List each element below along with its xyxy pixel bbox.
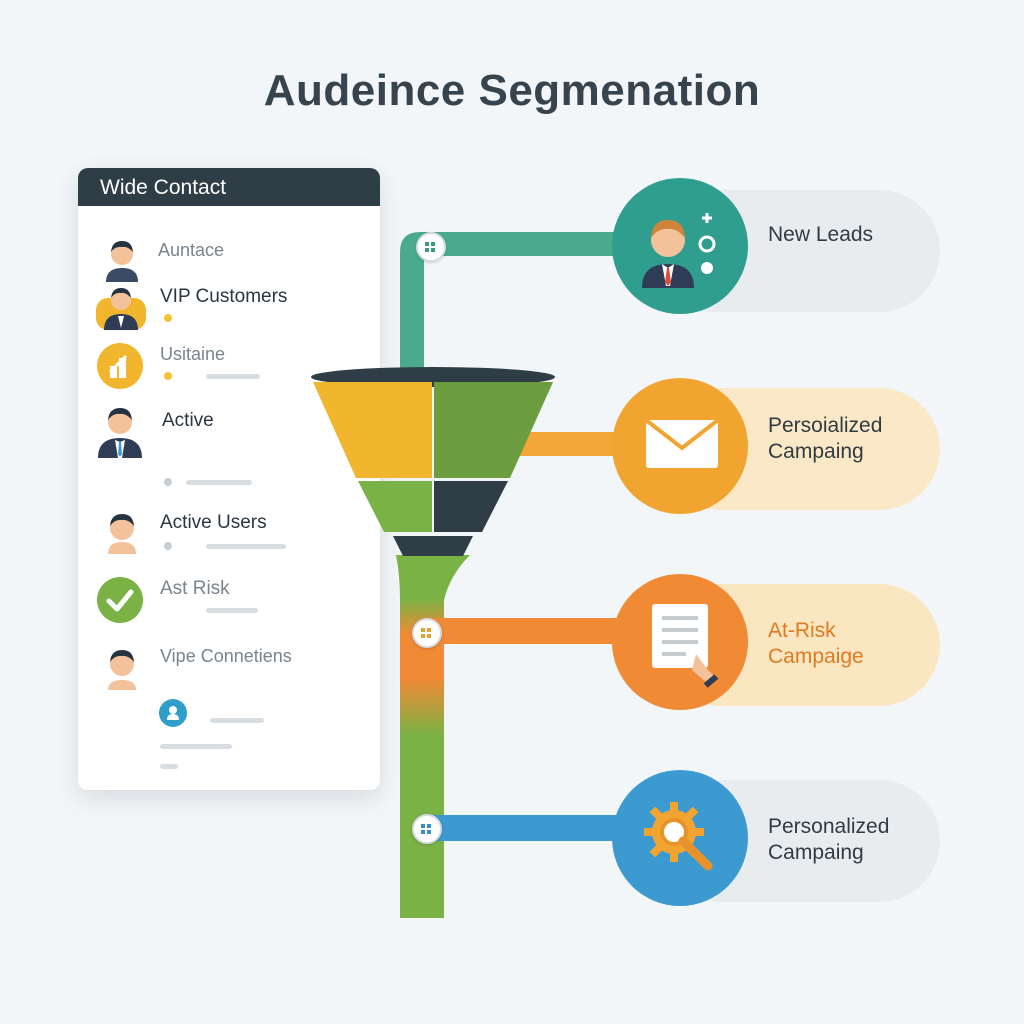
segment-label-personalized-2: Personalized Campaing bbox=[768, 814, 889, 866]
segment-label-personalized: Persoialized Campaing bbox=[768, 413, 882, 465]
item-label: Vipe Connetiens bbox=[160, 646, 292, 666]
status-dot bbox=[164, 372, 172, 380]
node-grid-icon bbox=[421, 628, 431, 638]
blue-pipe bbox=[420, 815, 640, 841]
funnel bbox=[311, 367, 555, 556]
person-avatar-icon bbox=[108, 514, 136, 554]
page-title: Audeince Segmenation bbox=[263, 66, 761, 115]
chart-badge-icon bbox=[97, 343, 143, 389]
placeholder-line bbox=[206, 608, 258, 613]
pipe-node-3[interactable] bbox=[412, 814, 442, 844]
item-label: VIP Customers bbox=[160, 286, 288, 307]
placeholder-line bbox=[206, 374, 260, 379]
person-avatar-icon bbox=[98, 408, 142, 458]
segment-circle-at-risk bbox=[612, 574, 748, 710]
vip-avatar-icon bbox=[96, 288, 146, 330]
person-avatar-icon bbox=[108, 650, 136, 690]
segment-circle-personalized bbox=[612, 378, 748, 514]
contact-panel: Wide Contact Auntace VIP Customers Usita… bbox=[78, 168, 380, 790]
node-grid-icon bbox=[425, 242, 435, 252]
status-dot bbox=[164, 314, 172, 322]
placeholder-line bbox=[160, 744, 232, 749]
item-label: Auntace bbox=[158, 240, 225, 260]
pipe-node-2[interactable] bbox=[412, 618, 442, 648]
placeholder-line bbox=[210, 718, 264, 723]
segment-label-new-leads: New Leads bbox=[768, 222, 873, 248]
segment-title: At-Risk bbox=[768, 619, 836, 642]
placeholder-line bbox=[206, 544, 286, 549]
orange-pipe bbox=[420, 618, 640, 644]
person-icon bbox=[642, 213, 716, 288]
segment-label-at-risk: At-Risk Campaige bbox=[768, 618, 864, 670]
checkmark-icon bbox=[97, 577, 143, 623]
node-grid-icon bbox=[421, 824, 431, 834]
item-label: Usitaine bbox=[160, 344, 226, 364]
status-dot bbox=[164, 542, 172, 550]
segment-title: Persoialized bbox=[768, 414, 883, 437]
segment-subtitle: Campaing bbox=[768, 841, 864, 864]
segment-subtitle: Campaing bbox=[768, 440, 864, 463]
segment-circle-new-leads bbox=[612, 178, 748, 314]
envelope-icon bbox=[644, 418, 720, 468]
panel-header: Wide Contact bbox=[78, 168, 380, 206]
document-icon bbox=[652, 604, 719, 688]
stem-pipe bbox=[396, 555, 470, 918]
item-label: Active bbox=[162, 410, 214, 431]
segment-subtitle: Campaige bbox=[768, 645, 864, 668]
pipe-node-1[interactable] bbox=[416, 232, 446, 262]
placeholder-line bbox=[160, 764, 178, 769]
status-dot bbox=[164, 478, 172, 486]
placeholder-line bbox=[186, 480, 252, 485]
person-avatar-icon bbox=[106, 241, 138, 282]
item-label: Active Users bbox=[160, 512, 267, 533]
user-badge-icon bbox=[159, 699, 187, 727]
segment-circle-personalized-2 bbox=[612, 770, 748, 906]
item-label: Ast Risk bbox=[160, 578, 230, 599]
segment-title: Personalized bbox=[768, 815, 890, 838]
gear-search-icon bbox=[644, 802, 713, 871]
segment-title: New Leads bbox=[768, 223, 874, 246]
